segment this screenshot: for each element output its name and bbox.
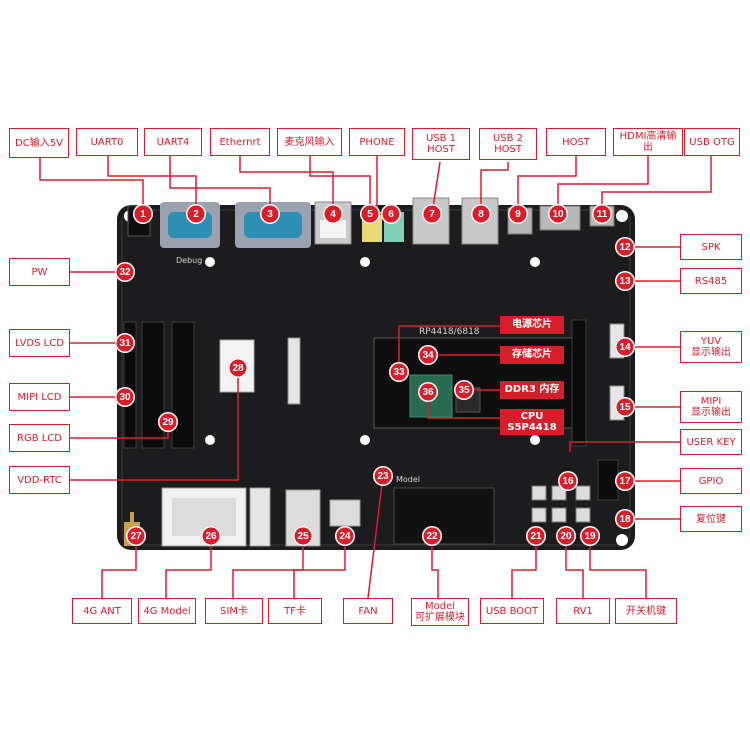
callout-cpu: CPU S5P4418 (507, 411, 557, 433)
mount-hole (616, 210, 628, 222)
marker-22: 22 (422, 526, 442, 546)
label-usb1-host: USB 1 HOST (412, 128, 470, 160)
marker-9: 9 (508, 204, 528, 224)
marker-1: 1 (133, 204, 153, 224)
label-tf-card: TF卡 (268, 598, 322, 624)
uart4-db9 (235, 202, 311, 248)
marker-11: 11 (592, 204, 612, 224)
marker-33: 33 (389, 362, 409, 382)
mount-hole (205, 257, 215, 267)
marker-27: 27 (126, 526, 146, 546)
label-4g-ant: 4G ANT (72, 598, 132, 624)
marker-19: 19 (580, 526, 600, 546)
marker-5: 5 (360, 204, 380, 224)
debug-silk: Debug (176, 256, 203, 265)
callout-power-chip: 电源芯片 (512, 319, 552, 330)
mount-hole (360, 257, 370, 267)
label-uart4: UART4 (144, 128, 202, 156)
callout-storage-chip: 存储芯片 (512, 349, 552, 360)
marker-26: 26 (201, 526, 221, 546)
mount-hole (205, 435, 215, 445)
marker-7: 7 (422, 204, 442, 224)
marker-4: 4 (323, 204, 343, 224)
mount-hole (530, 435, 540, 445)
label-gpio: GPIO (680, 468, 742, 494)
label-4g-model: 4G Model (138, 598, 196, 624)
label-reset-key: 复位键 (680, 506, 742, 532)
marker-6: 6 (381, 204, 401, 224)
label-user-key: USER KEY (680, 429, 742, 455)
marker-18: 18 (615, 509, 635, 529)
label-spk: SPK (680, 234, 742, 260)
label-usb-otg: USB OTG (684, 128, 740, 156)
label-yuv-display: YUV 显示输出 (680, 331, 742, 363)
gpio-header (571, 319, 587, 447)
label-rs485: RS485 (680, 268, 742, 294)
marker-17: 17 (615, 471, 635, 491)
marker-21: 21 (526, 526, 546, 546)
label-phone: PHONE (349, 128, 405, 156)
marker-20: 20 (556, 526, 576, 546)
marker-13: 13 (615, 271, 635, 291)
lvds-header (123, 321, 195, 449)
label-usb2-host: USB 2 HOST (479, 128, 537, 160)
marker-10: 10 (548, 204, 568, 224)
fan-connector (329, 499, 361, 527)
label-sim-card: SIM卡 (205, 598, 263, 624)
mount-hole (530, 257, 540, 267)
label-fan: FAN (343, 598, 393, 624)
label-host: HOST (546, 128, 606, 156)
label-rgb-lcd: RGB LCD (9, 424, 70, 452)
callout-ddr3: DDR3 内存 (504, 384, 560, 395)
marker-12: 12 (615, 237, 635, 257)
marker-8: 8 (471, 204, 491, 224)
marker-16: 16 (558, 471, 578, 491)
user-keys (531, 485, 591, 523)
mount-hole (360, 435, 370, 445)
model-silk: Model (396, 475, 421, 484)
label-rv1: RV1 (556, 598, 610, 624)
marker-25: 25 (293, 526, 313, 546)
marker-15: 15 (615, 397, 635, 417)
callout-boxes (500, 316, 564, 435)
label-vdd-rtc: VDD-RTC (9, 466, 70, 494)
label-mipi-display: MIPI 显示输出 (680, 391, 742, 423)
label-usb-boot: USB BOOT (480, 598, 544, 624)
marker-14: 14 (615, 337, 635, 357)
label-model-expand: Model 可扩展模块 (411, 598, 469, 626)
marker-29: 29 (158, 412, 178, 432)
sim-slot (249, 487, 271, 547)
marker-24: 24 (335, 526, 355, 546)
label-mipi-lcd: MIPI LCD (9, 383, 70, 411)
label-mic-input: 麦克风输入 (277, 128, 342, 156)
marker-35: 35 (454, 380, 474, 400)
marker-34: 34 (418, 345, 438, 365)
label-uart0: UART0 (76, 128, 138, 156)
marker-3: 3 (260, 204, 280, 224)
marker-36: 36 (418, 382, 438, 402)
label-lvds-lcd: LVDS LCD (9, 329, 70, 357)
label-hdmi-output: HDMI高清输出 (613, 128, 683, 156)
marker-31: 31 (115, 333, 135, 353)
mount-hole (616, 534, 628, 546)
marker-2: 2 (186, 204, 206, 224)
label-pw: PW (9, 258, 70, 286)
label-dc-input: DC输入5V (9, 128, 69, 158)
marker-30: 30 (115, 387, 135, 407)
marker-23: 23 (373, 466, 393, 486)
chip-marking: RP4418/6818 (419, 327, 480, 337)
label-power-switch: 开关机键 (615, 598, 677, 624)
expansion-module (393, 487, 495, 545)
marker-28: 28 (228, 358, 248, 378)
marker-32: 32 (115, 262, 135, 282)
ffc-connector (287, 337, 301, 405)
label-ethernet: Ethernrt (210, 128, 270, 156)
